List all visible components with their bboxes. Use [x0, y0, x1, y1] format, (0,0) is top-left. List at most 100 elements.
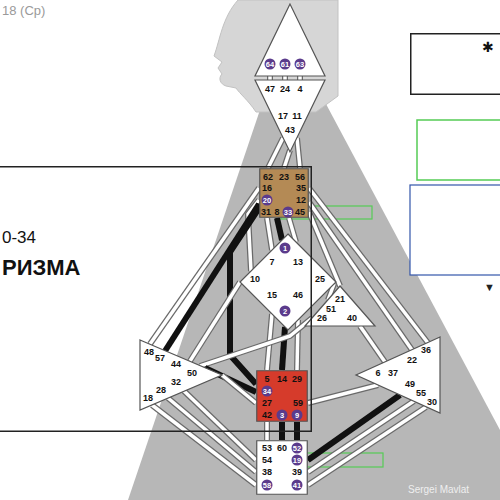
channel-outline [267, 218, 272, 250]
center-triangle: 47244171143 [255, 80, 325, 152]
gate-number: 52 [292, 443, 303, 454]
shape-fill [140, 340, 222, 410]
shape-fill [411, 34, 500, 95]
gate-number: 30 [427, 398, 437, 407]
gate-number: 17 [278, 112, 288, 121]
channel-outline [308, 401, 414, 472]
channel-fill [267, 218, 272, 250]
gate-number: 13 [293, 258, 303, 267]
channel-line [150, 188, 259, 344]
channel-line [297, 138, 300, 168]
channel-fill [222, 375, 256, 403]
channel-outline [308, 407, 426, 485]
channel-fill [297, 138, 300, 168]
panel-box [410, 185, 500, 275]
channel-line [308, 407, 426, 485]
shape-fill [257, 371, 308, 422]
channel-fill [268, 138, 283, 168]
center-triangle: 3622637495530 [356, 337, 440, 413]
callout-text: РИЗМА [2, 257, 80, 279]
gate-number: 23 [279, 173, 289, 182]
panel-box [417, 120, 500, 180]
channel-line [308, 395, 400, 460]
shape-fill [305, 286, 375, 326]
channel-fill [360, 326, 385, 362]
gate-number: 35 [296, 184, 306, 193]
gate-number: 9 [292, 410, 303, 421]
channel-outline [152, 405, 256, 485]
gate-number: 26 [317, 314, 327, 323]
gate-number: 19 [292, 455, 303, 466]
gate-number: 37 [388, 369, 398, 378]
callout-text: 0-34 [2, 229, 36, 246]
gate-number: 48 [144, 348, 154, 357]
gate-number: 45 [295, 208, 305, 217]
panel-box: ✱ [410, 33, 500, 95]
channel-line [360, 326, 385, 362]
shape-fill [257, 441, 308, 495]
gate-number: 44 [171, 360, 181, 369]
channel-outline [284, 150, 290, 168]
channel-fill [200, 318, 312, 366]
shape-fill [255, 80, 325, 152]
gate-number: 63 [295, 59, 306, 70]
channel-outline [168, 398, 256, 472]
gate-number: 47 [265, 85, 275, 94]
gate-number: 16 [262, 184, 272, 193]
gate-number: 49 [405, 380, 415, 389]
gate-number: 20 [262, 195, 273, 206]
channel-fill [308, 385, 378, 403]
shape-fill [0, 167, 311, 432]
gate-number: 57 [155, 354, 165, 363]
channel-outline [150, 188, 259, 344]
gate-number: 8 [274, 208, 279, 217]
shape-fill [255, 4, 325, 76]
channel-fill [308, 407, 426, 485]
gate-number: 34 [262, 386, 273, 397]
gate-number: 14 [277, 375, 287, 384]
gate-number: 60 [277, 444, 287, 453]
gate-number: 3 [277, 410, 288, 421]
gate-number: 31 [261, 208, 271, 217]
gate-number: 1 [280, 243, 291, 254]
channel-outline [190, 282, 240, 361]
channel-line [277, 218, 282, 240]
gate-number: 40 [347, 314, 357, 323]
channel-line [222, 375, 256, 403]
channel-fill [150, 188, 259, 344]
channel-line [152, 405, 256, 485]
channel-line [190, 282, 240, 361]
channel-outline [268, 138, 283, 168]
gate-number: 62 [263, 173, 273, 182]
gate-number: 53 [262, 444, 272, 453]
gate-number: 10 [250, 275, 260, 284]
watermark: Sergei Mavlat [408, 485, 469, 495]
gate-number: 28 [156, 386, 166, 395]
channel-fill [152, 405, 256, 485]
center-triangle: 21512640 [305, 286, 375, 326]
gate-number: 32 [171, 378, 181, 387]
gate-number: 59 [293, 399, 303, 408]
channel-fill [308, 395, 400, 460]
gate-number: 38 [262, 468, 272, 477]
channel-outline [360, 326, 385, 362]
center-square: 514293427594239 [256, 370, 308, 422]
channel-outline [222, 375, 256, 403]
channel-outline [308, 385, 378, 403]
channel-fill [308, 401, 414, 472]
gate-number: 22 [407, 356, 417, 365]
channel-outline [184, 391, 256, 460]
shape-fill [260, 169, 309, 218]
channel-outline [282, 327, 285, 370]
channel-outline [297, 138, 300, 168]
gate-number: 58 [262, 480, 273, 491]
callout-text: ✱ [482, 40, 494, 54]
shape-fill [240, 234, 336, 330]
channel-fill [190, 282, 240, 361]
gate-number: 33 [283, 207, 294, 218]
gate-number: 27 [262, 399, 272, 408]
gate-number: 50 [187, 369, 197, 378]
gate-number: 24 [280, 85, 290, 94]
gate-number: 56 [295, 173, 305, 182]
callout-frame: 0-34РИЗМА [0, 166, 312, 432]
